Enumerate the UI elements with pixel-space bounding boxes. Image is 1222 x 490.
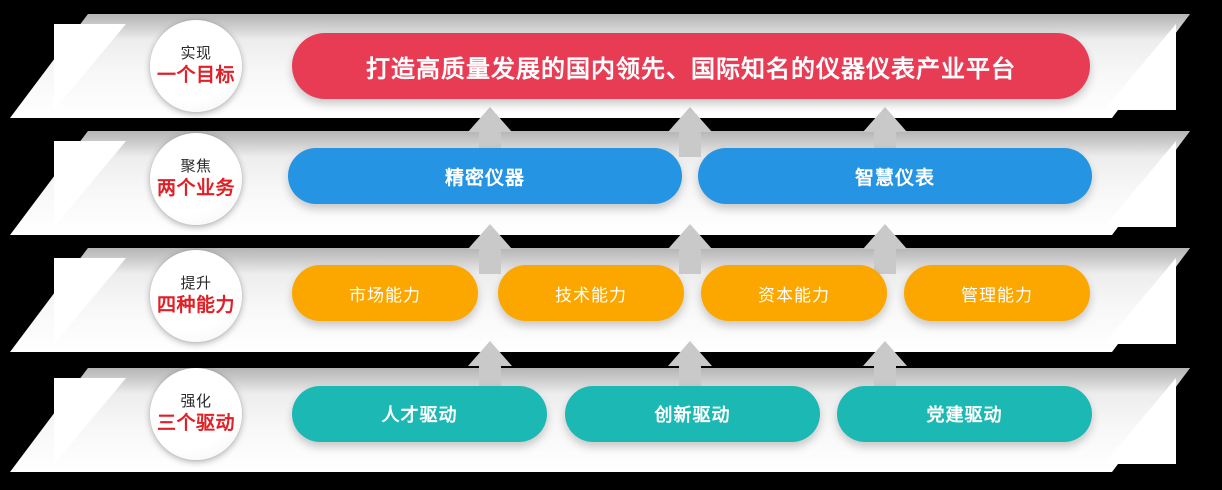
pill-capability-management[interactable]: 管理能力 [904, 265, 1090, 321]
arrow-up-icon [668, 107, 712, 157]
pill-capability-technology[interactable]: 技术能力 [498, 265, 684, 321]
arrow-up-icon [468, 341, 512, 391]
pill-driver-innovation-label: 创新驱动 [654, 405, 731, 425]
arrow-up-icon [863, 107, 907, 157]
pill-business-precision-label: 精密仪器 [444, 167, 525, 189]
arrow-up-icon-g3-2 [667, 339, 713, 391]
pill-goal-platform[interactable]: 打造高质量发展的国内领先、国际知名的仪器仪表产业平台 [292, 33, 1090, 99]
badge-drivers: 强化 三个驱动 [150, 368, 242, 460]
arrow-up-icon-g1-3 [862, 105, 908, 157]
badge-drivers-line1: 强化 [180, 392, 212, 410]
arrow-up-icon [468, 107, 512, 157]
pill-business-precision[interactable]: 精密仪器 [288, 148, 682, 204]
badge-goal-line1: 实现 [180, 44, 212, 62]
arrow-up-icon [668, 224, 712, 274]
arrow-up-icon-g2-1 [467, 222, 513, 274]
pill-goal-platform-label: 打造高质量发展的国内领先、国际知名的仪器仪表产业平台 [366, 55, 1016, 83]
pill-business-smart-label: 智慧仪表 [854, 167, 935, 189]
badge-business: 聚焦 两个业务 [150, 133, 242, 225]
arrow-up-icon-g1-1 [467, 105, 513, 157]
arrow-up-icon-g2-2 [667, 222, 713, 274]
badge-capabilities: 提升 四种能力 [150, 250, 242, 342]
badge-drivers-line2: 三个驱动 [156, 412, 235, 434]
arrow-up-icon [863, 341, 907, 391]
badge-goal: 实现 一个目标 [150, 20, 242, 112]
arrow-up-icon [668, 341, 712, 391]
pill-capability-capital-label: 资本能力 [758, 285, 830, 305]
arrow-up-icon-g2-3 [862, 222, 908, 274]
pill-driver-party-label: 党建驱动 [926, 405, 1003, 425]
pill-driver-innovation[interactable]: 创新驱动 [565, 386, 820, 442]
pill-capability-market-label: 市场能力 [349, 285, 421, 305]
badge-business-line2: 两个业务 [156, 177, 235, 199]
pill-driver-party[interactable]: 党建驱动 [837, 386, 1092, 442]
arrow-up-icon [863, 224, 907, 274]
pill-capability-market[interactable]: 市场能力 [292, 265, 478, 321]
arrow-up-icon-g3-3 [862, 339, 908, 391]
pill-capability-management-label: 管理能力 [961, 285, 1033, 305]
arrow-up-icon [468, 224, 512, 274]
arrow-up-icon-g1-2 [667, 105, 713, 157]
badge-business-line1: 聚焦 [180, 157, 212, 175]
pill-business-smart[interactable]: 智慧仪表 [698, 148, 1092, 204]
pill-driver-talent-label: 人才驱动 [381, 405, 458, 425]
pill-capability-technology-label: 技术能力 [555, 285, 627, 305]
badge-capabilities-line1: 提升 [180, 274, 212, 292]
arrow-up-icon-g3-1 [467, 339, 513, 391]
pill-driver-talent[interactable]: 人才驱动 [292, 386, 547, 442]
badge-goal-line2: 一个目标 [156, 64, 235, 86]
pill-capability-capital[interactable]: 资本能力 [701, 265, 887, 321]
badge-capabilities-line2: 四种能力 [156, 294, 235, 316]
